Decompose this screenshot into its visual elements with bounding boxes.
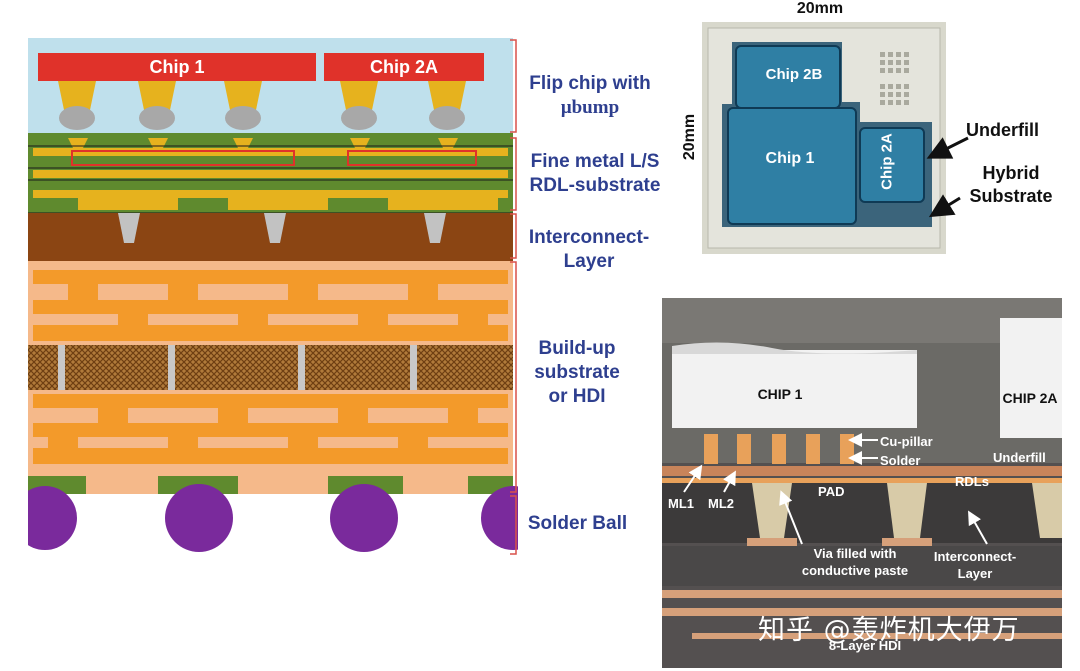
chip1-micro-label: CHIP 1 (757, 386, 803, 402)
underfill-photo-label: Underfill (966, 120, 1040, 140)
chip1-photo-die (727, 107, 857, 225)
ml1-label: ML1 (668, 496, 694, 511)
cu-pillar-label: Cu-pillar (880, 434, 933, 449)
via-label: Via filled with conductive paste (801, 546, 909, 578)
chip1-micro (672, 350, 917, 428)
chip1-label: Chip 1 (149, 57, 205, 77)
rdl-substrate-label: Fine metal L/S RDL-substrate (529, 151, 661, 196)
chip2a-photo-label: Chip 2A (878, 133, 896, 190)
hdi-label: 8-Layer HDI (828, 638, 902, 653)
chip2b-photo-label: Chip 2B (765, 66, 823, 83)
interconnect-layer-label: Interconnect- Layer (528, 227, 650, 272)
chip1-die (38, 53, 316, 81)
pad-label: PAD (818, 484, 845, 499)
solder-balls (28, 484, 518, 552)
core-layer (28, 345, 513, 390)
chip1-photo-label: Chip 1 (765, 150, 815, 167)
package-photo (702, 22, 946, 254)
chip2a-die (324, 53, 484, 81)
dim-top-label: 20mm (796, 0, 844, 17)
chip2a-micro (1000, 318, 1062, 438)
chip2a-micro-label: CHIP 2A (1002, 390, 1058, 406)
ml2-label: ML2 (708, 496, 734, 511)
solder-pads (28, 476, 513, 494)
hybrid-substrate-label: Hybrid Substrate (969, 163, 1053, 206)
chip2a-photo-die (859, 127, 925, 203)
rdls-label: RDLs (955, 474, 989, 489)
photo-arrows (926, 136, 969, 218)
build-up-substrate-label: Build-up substrate or HDI (534, 338, 620, 407)
chip2a-label: Chip 2A (369, 57, 438, 77)
solder-label: Solder (880, 453, 921, 468)
dim-left-label: 20mm (681, 113, 698, 161)
ubump-array (58, 81, 466, 110)
watermark-text: 知乎 @轰炸机大伊万 (758, 615, 1020, 646)
interconnect-micro-label: Interconnect- Layer (933, 549, 1017, 581)
cross-section-diagram (28, 38, 518, 552)
layer-brackets (510, 39, 517, 555)
solder-ball-label: Solder Ball (527, 513, 628, 534)
micrograph-arrows (683, 433, 988, 545)
ubump-solder (59, 106, 465, 130)
flip-chip-label: Flip chip with μbump (529, 73, 651, 118)
underfill-micro-label: Underfill (993, 450, 1046, 465)
